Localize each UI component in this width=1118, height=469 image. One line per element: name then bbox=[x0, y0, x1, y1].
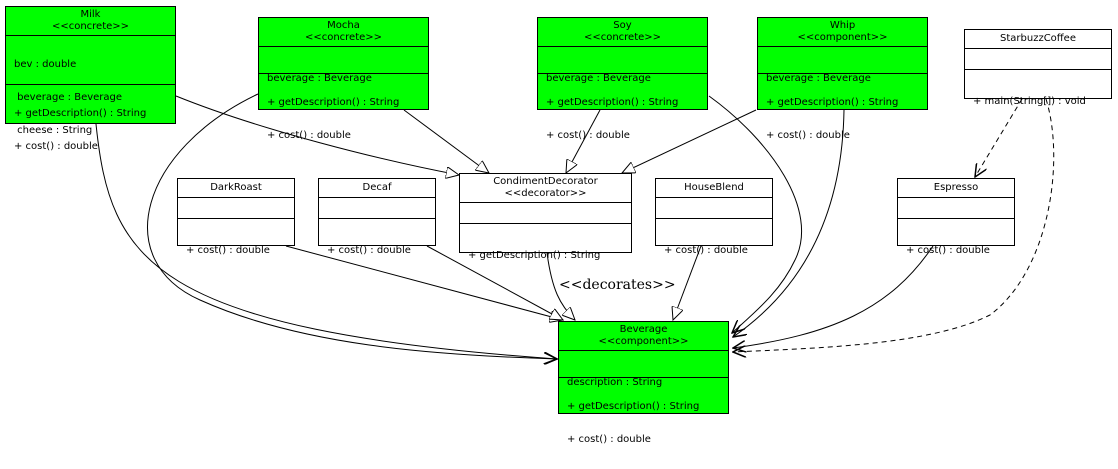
operation: + getDescription() : String bbox=[267, 97, 400, 108]
operation: + getDescription() : String bbox=[14, 108, 147, 119]
class-name: Espresso bbox=[933, 182, 979, 193]
operation-section: + main(String[]) : void bbox=[965, 70, 1111, 131]
class-name: Beverage bbox=[619, 324, 668, 335]
operation: + main(String[]) : void bbox=[973, 96, 1086, 107]
class-stereotype: <<component>> bbox=[598, 336, 689, 347]
class-name: Decaf bbox=[362, 182, 392, 193]
operation-section: + cost() : double bbox=[319, 219, 435, 280]
attribute: beverage : Beverage bbox=[14, 92, 123, 103]
edge-darkroast-beverage bbox=[285, 245, 563, 320]
edge-decaf-beverage bbox=[426, 245, 563, 320]
operation: + cost() : double bbox=[906, 245, 990, 256]
attribute: beverage : Beverage bbox=[267, 73, 372, 84]
attribute: beverage : Beverage bbox=[766, 73, 871, 84]
operation-section: + cost() : double bbox=[898, 219, 1014, 280]
attribute-section: beverage : Beverage bbox=[538, 47, 707, 84]
operation: + cost() : double bbox=[14, 141, 98, 152]
class-decaf[interactable]: Decaf + cost() : double bbox=[318, 178, 436, 256]
class-stereotype: <<component>> bbox=[797, 32, 888, 43]
class-stereotype: <<concrete>> bbox=[583, 32, 662, 43]
class-name: HouseBlend bbox=[684, 182, 744, 193]
edge-houseblend-beverage bbox=[673, 245, 702, 320]
operation-section: + getDescription() : String + cost() : d… bbox=[6, 85, 175, 176]
edge-espresso-beverage bbox=[733, 245, 934, 348]
attribute-section bbox=[656, 198, 772, 219]
operation-section: + cost() : double bbox=[656, 219, 772, 280]
operation-section: + getDescription() : String + cost() : d… bbox=[259, 74, 428, 165]
edge-whip-beverage bbox=[733, 109, 845, 337]
attribute: description : String bbox=[567, 377, 663, 388]
operation: + cost() : double bbox=[766, 130, 850, 141]
edge-starbuzz-espresso bbox=[975, 98, 1023, 177]
attribute-section: beverage : Beverage bbox=[259, 47, 428, 84]
class-starbuzzcoffee[interactable]: StarbuzzCoffee + main(String[]) : void bbox=[964, 29, 1112, 107]
class-name: DarkRoast bbox=[210, 182, 262, 193]
class-stereotype: <<concrete>> bbox=[51, 21, 130, 32]
class-espresso[interactable]: Espresso + cost() : double bbox=[897, 178, 1015, 256]
class-stereotype: <<decorator>> bbox=[504, 188, 587, 199]
operation-section: + getDescription() : String + cost() : d… bbox=[559, 378, 728, 469]
class-name: StarbuzzCoffee bbox=[1000, 33, 1076, 44]
class-milk[interactable]: Milk <<concrete>> bev : double beverage … bbox=[5, 6, 176, 152]
attribute-section: bev : double beverage : Beverage cheese … bbox=[6, 36, 175, 136]
attribute: beverage : Beverage bbox=[546, 73, 651, 84]
class-name: Milk bbox=[80, 9, 101, 20]
operation: + cost() : double bbox=[546, 130, 630, 141]
operation-section: + getDescription() : String + cost() : d… bbox=[758, 74, 927, 165]
class-soy[interactable]: Soy <<concrete>> beverage : Beverage + g… bbox=[537, 17, 708, 141]
attribute-section: beverage : Beverage bbox=[758, 47, 927, 84]
operation: + getDescription() : String bbox=[766, 97, 899, 108]
operation-section: + getDescription() : String bbox=[460, 224, 631, 285]
operation: + cost() : double bbox=[567, 434, 651, 445]
class-name: Whip bbox=[829, 20, 856, 31]
attribute-section bbox=[965, 49, 1111, 70]
class-mocha[interactable]: Mocha <<concrete>> beverage : Beverage +… bbox=[258, 17, 429, 141]
edge-starbuzz-beverage bbox=[733, 98, 1055, 352]
class-beverage[interactable]: Beverage <<component>> description : Str… bbox=[558, 321, 729, 445]
attribute-section: description : String bbox=[559, 351, 728, 388]
decorates-label: <<decorates>> bbox=[559, 277, 676, 293]
class-name: Soy bbox=[613, 20, 632, 31]
class-name: CondimentDecorator bbox=[493, 176, 598, 187]
edge-whip-condiment bbox=[622, 109, 757, 173]
edge-soy-beverage bbox=[708, 95, 803, 333]
class-name: Mocha bbox=[327, 20, 360, 31]
attribute: bev : double bbox=[14, 59, 77, 70]
edge-soy-condiment bbox=[566, 109, 601, 173]
operation: + cost() : double bbox=[327, 245, 411, 256]
operation: + getDescription() : String bbox=[546, 97, 679, 108]
edge-mocha-beverage bbox=[147, 93, 557, 359]
attribute-section bbox=[460, 203, 631, 224]
class-stereotype: <<concrete>> bbox=[304, 32, 383, 43]
edge-milk-beverage bbox=[95, 123, 557, 359]
operation: + cost() : double bbox=[664, 245, 748, 256]
attribute-section bbox=[178, 198, 294, 219]
class-houseblend[interactable]: HouseBlend + cost() : double bbox=[655, 178, 773, 256]
class-darkroast[interactable]: DarkRoast + cost() : double bbox=[177, 178, 295, 256]
operation: + cost() : double bbox=[267, 130, 351, 141]
edge-mocha-condiment bbox=[403, 109, 489, 173]
operation: + getDescription() : String bbox=[567, 401, 700, 412]
edge-condiment-beverage bbox=[546, 252, 575, 320]
edge-milk-condiment bbox=[175, 95, 459, 175]
relationship-edges bbox=[95, 93, 1055, 420]
operation-section: + cost() : double bbox=[178, 219, 294, 280]
operation: + cost() : double bbox=[186, 245, 270, 256]
attribute: cheese : String bbox=[14, 125, 93, 136]
class-condimentdecorator[interactable]: CondimentDecorator <<decorator>> + getDe… bbox=[459, 173, 632, 261]
operation-section: + getDescription() : String + cost() : d… bbox=[538, 74, 707, 165]
operation: + getDescription() : String bbox=[468, 250, 601, 261]
attribute-section bbox=[898, 198, 1014, 219]
class-whip[interactable]: Whip <<component>> beverage : Beverage +… bbox=[757, 17, 928, 141]
attribute-section bbox=[319, 198, 435, 219]
